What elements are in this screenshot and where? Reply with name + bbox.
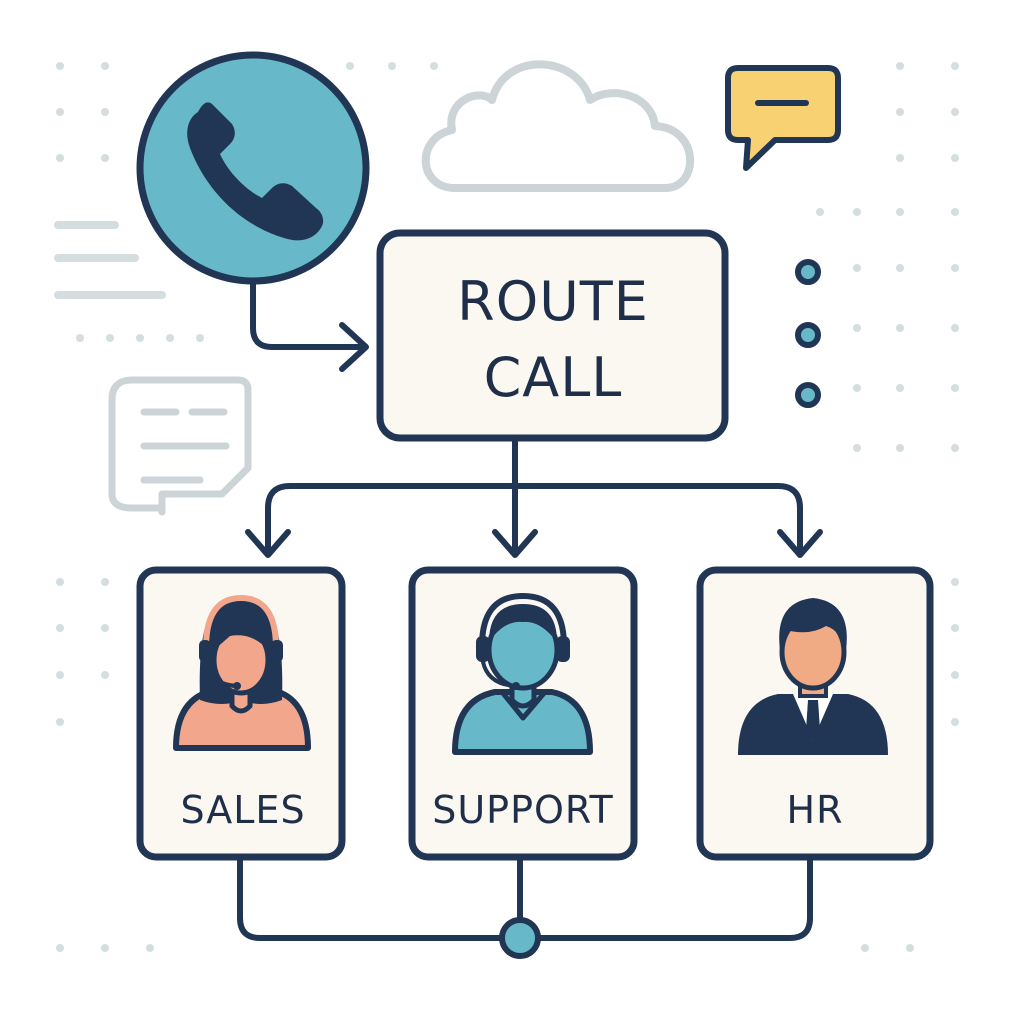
incoming-call[interactable]	[136, 51, 370, 285]
support-label: SUPPORT	[432, 788, 614, 832]
business-person-icon	[738, 598, 888, 755]
merge-node[interactable]	[499, 917, 541, 959]
decorative-dots	[56, 62, 959, 952]
sales-label: SALES	[180, 788, 305, 832]
route-label-line2: CALL	[484, 346, 623, 409]
cloud-icon	[421, 60, 694, 192]
decorative-lines	[54, 221, 166, 299]
sales-card[interactable]: SALES	[136, 566, 346, 861]
route-label-line1: ROUTE	[457, 270, 649, 333]
chat-bubble-icon	[725, 65, 841, 171]
document-icon	[108, 376, 252, 516]
hr-label: HR	[787, 788, 844, 832]
routing-branches	[245, 437, 823, 558]
phone-icon	[187, 102, 324, 241]
incoming-connector	[250, 278, 369, 372]
progress-dots	[795, 259, 821, 408]
agent-headset-male-icon	[452, 592, 593, 755]
hr-card[interactable]: HR	[696, 566, 934, 861]
route-call-node[interactable]: ROUTE CALL	[376, 229, 729, 442]
support-card[interactable]: SUPPORT	[408, 566, 638, 861]
agent-headset-female-icon	[173, 594, 311, 751]
